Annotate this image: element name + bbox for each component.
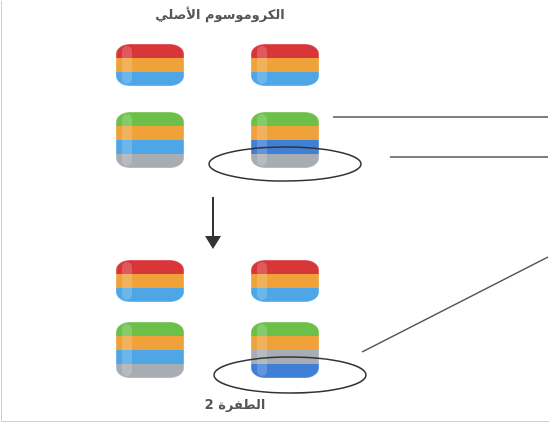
mutant-left-top-arm-band-orange [116, 274, 184, 289]
mutant-left-bottom-arm-shine [122, 324, 132, 376]
original-right-bottom-arm-outline [250, 111, 320, 169]
mutant-left-bottom-arm-outline [115, 321, 185, 379]
mutant-right-bottom-arm-band-green [251, 322, 319, 337]
original-left-top-arm-shine [122, 46, 132, 84]
original-left-top-arm-band-blue [116, 72, 184, 86]
original-right-top-arm-outline [250, 43, 320, 87]
mutant-right-bottom-arm-band-orange [251, 336, 319, 351]
original-left-bottom-arm-band-green [116, 112, 184, 127]
original-right-top-arm-band-orange [251, 58, 319, 73]
original-left-bottom-arm-outline [115, 111, 185, 169]
mutant-left-top-arm-shine [122, 262, 132, 300]
mutant-left-bottom-arm-band-gray [116, 364, 184, 378]
mutant-right-top-arm-band-orange [251, 274, 319, 289]
mutant-left-top-arm-band-blue [116, 288, 184, 302]
original-right-bottom-arm-band-green [251, 112, 319, 127]
original-left-top-arm-band-orange [116, 58, 184, 73]
original-right-bottom-arm-band-gray [251, 154, 319, 168]
mutant-left-top-arm-outline [115, 259, 185, 303]
original-right-top-arm-shine [257, 46, 267, 84]
mutant-right-top-arm-shine [257, 262, 267, 300]
original-right-top-arm-band-red [251, 44, 319, 59]
highlight-ellipse-original [208, 146, 362, 182]
down-arrow-head [205, 236, 221, 249]
mutation-2-label: الطفرة 2 [204, 398, 266, 413]
mutant-right-top-arm-band-red [251, 260, 319, 275]
mutant-left-bottom-arm-band-green [116, 322, 184, 337]
original-right-bottom-arm-band-orange [251, 126, 319, 141]
original-chromosome-label: الكروموسوم الأصلي [155, 8, 285, 23]
original-left-top-arm-band-red [116, 44, 184, 59]
original-left-top-arm-outline [115, 43, 185, 87]
pointer-line-mutant-ellipse [361, 256, 549, 353]
mutant-right-bottom-arm-band-dark_blue [251, 364, 319, 378]
mutant-left-bottom-arm-band-blue [116, 350, 184, 365]
original-left-bottom-arm-band-blue [116, 140, 184, 155]
original-right-top-arm-band-blue [251, 72, 319, 86]
highlight-ellipse-mutant [213, 356, 367, 394]
mutant-right-top-arm-outline [250, 259, 320, 303]
original-left-bottom-arm-band-orange [116, 126, 184, 141]
original-left-bottom-arm-shine [122, 114, 132, 166]
mutant-left-bottom-arm-band-orange [116, 336, 184, 351]
mutant-right-top-arm-band-blue [251, 288, 319, 302]
original-right-bottom-arm-shine [257, 114, 267, 166]
mutant-right-bottom-arm-shine [257, 324, 267, 376]
mutant-left-top-arm-band-red [116, 260, 184, 275]
original-left-bottom-arm-band-gray [116, 154, 184, 168]
mutant-right-bottom-arm-outline [250, 321, 320, 379]
